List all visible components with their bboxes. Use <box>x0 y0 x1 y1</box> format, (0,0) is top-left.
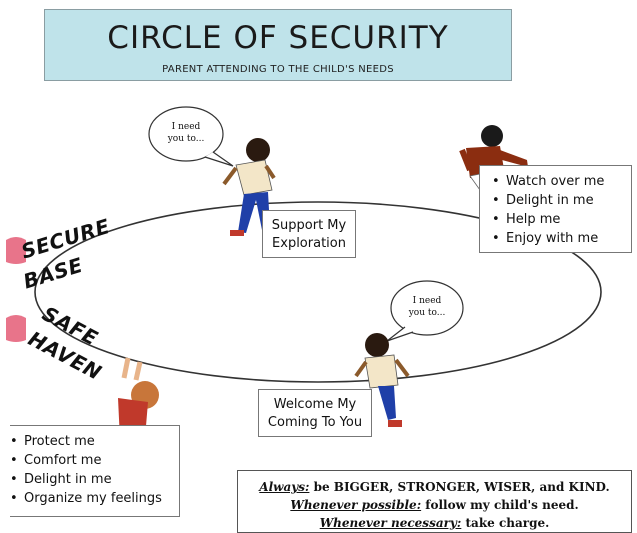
secure-base-hand-icon <box>6 237 26 264</box>
speech-bubble-top <box>148 106 234 167</box>
box-line: Welcome My <box>273 397 357 412</box>
principle-rest: be BIGGER, STRONGER, WISER, and KIND. <box>309 480 610 494</box>
bubble-text-bottom: I need you to... <box>397 295 457 319</box>
bubble-line: I need <box>171 122 201 132</box>
principle-lead: Whenever necessary: <box>319 516 462 530</box>
bottom-needs-list-box: Protect me Comfort me Delight in me Orga… <box>10 425 180 517</box>
box-line: Support My <box>271 218 347 233</box>
top-needs-list-box: Watch over me Delight in me Help me Enjo… <box>479 165 632 253</box>
safe-haven-hand-icon <box>6 315 26 342</box>
principle-rest: follow my child's need. <box>421 498 579 512</box>
principle-line: Always: be BIGGER, STRONGER, WISER, and … <box>238 478 631 496</box>
box-line: Coming To You <box>267 415 363 430</box>
bubble-line: you to... <box>167 134 205 144</box>
principle-lead: Whenever possible: <box>290 498 422 512</box>
principle-line: Whenever necessary: take charge. <box>238 514 631 532</box>
child-coming-back-figure <box>354 333 410 427</box>
principle-lead: Always: <box>259 480 310 494</box>
list-item: Enjoy with me <box>492 229 604 248</box>
box-line: Exploration <box>272 236 346 251</box>
bubble-text-top: I need you to... <box>156 121 216 145</box>
principle-line: Whenever possible: follow my child's nee… <box>238 496 631 514</box>
support-exploration-box: Support My Exploration <box>262 210 356 258</box>
title-banner: CIRCLE OF SECURITY PARENT ATTENDING TO T… <box>44 9 512 81</box>
top-needs-list: Watch over me Delight in me Help me Enjo… <box>492 172 604 248</box>
principles-box: Always: be BIGGER, STRONGER, WISER, and … <box>237 470 632 533</box>
list-item: Delight in me <box>10 470 162 489</box>
page-title: CIRCLE OF SECURITY <box>107 20 449 56</box>
list-item: Protect me <box>10 432 162 451</box>
bottom-needs-list: Protect me Comfort me Delight in me Orga… <box>10 432 162 508</box>
bubble-line: I need <box>412 296 442 306</box>
welcome-coming-box: Welcome My Coming To You <box>258 389 372 437</box>
principle-rest: take charge. <box>461 516 550 530</box>
bubble-line: you to... <box>408 308 446 318</box>
list-item: Comfort me <box>10 451 162 470</box>
security-circle <box>34 201 602 383</box>
page-subtitle: PARENT ATTENDING TO THE CHILD'S NEEDS <box>162 64 394 75</box>
speech-bubble-bottom <box>386 280 464 342</box>
list-item: Organize my feelings <box>10 489 162 508</box>
list-item: Delight in me <box>492 191 604 210</box>
list-item: Help me <box>492 210 604 229</box>
list-item: Watch over me <box>492 172 604 191</box>
